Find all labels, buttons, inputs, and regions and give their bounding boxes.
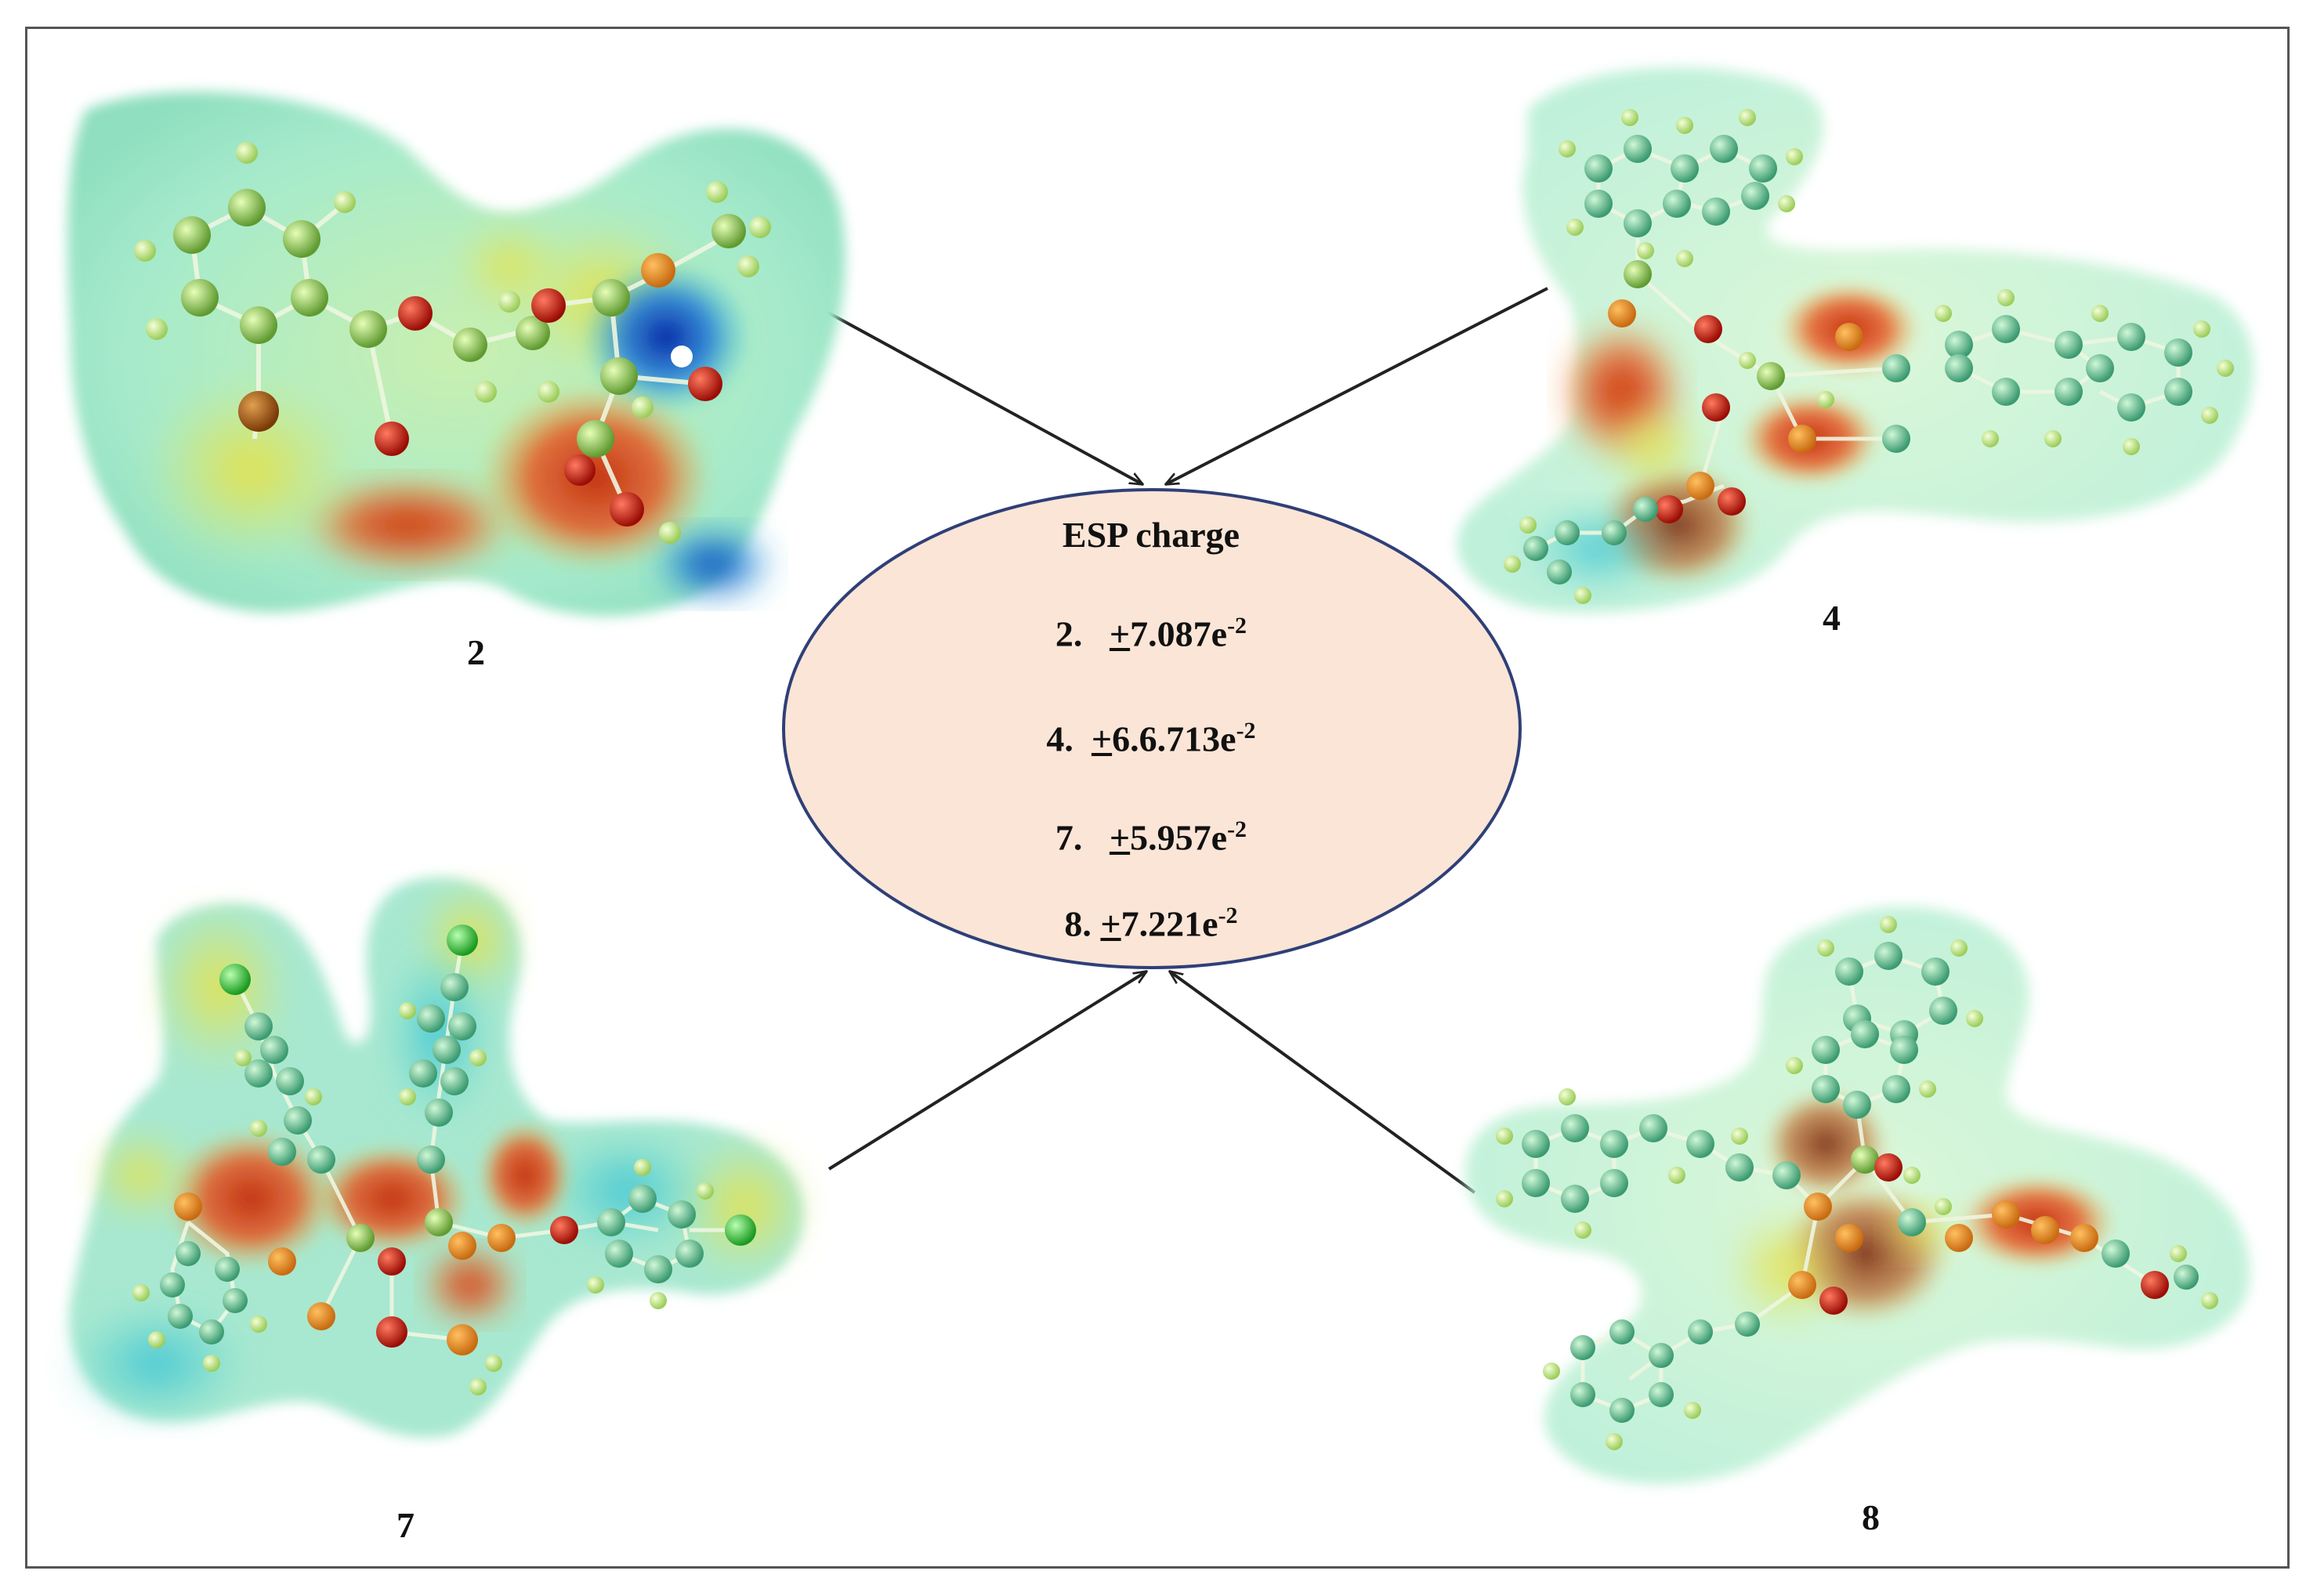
molecule-8-esp-surface [1465,907,2250,1484]
entry-sign: + [1109,613,1131,654]
arrow-from-7 [827,972,1146,1171]
entry-id: 4. [1046,718,1073,759]
arrows [826,287,1548,1194]
entry-exp: -2 [1227,613,1247,639]
entry-exp: -2 [1218,903,1238,928]
entry-id: 8. [1064,903,1092,944]
arrow-from-4 [1166,287,1548,484]
entry-value: 7.221e [1120,903,1218,944]
arrow-from-8 [1170,972,1476,1194]
entry-value: 6.6.713e [1112,718,1236,759]
entry-id: 7. [1055,817,1083,858]
entry-sign: + [1091,718,1113,759]
esp-entry-7: 7. +5.957e-2 [779,816,1523,858]
entry-value: 5.957e [1130,817,1228,858]
entry-sign: + [1109,817,1131,858]
entry-exp: -2 [1227,816,1247,842]
entry-value: 7.087e [1130,613,1228,654]
molecule-label-7: 7 [396,1505,415,1545]
arrow-from-2 [826,310,1142,484]
molecule-2-esp-surface [67,92,845,617]
molecule-label-4: 4 [1823,598,1841,638]
entry-id: 2. [1055,613,1083,654]
entry-sign: + [1100,903,1121,944]
molecule-label-2: 2 [467,632,485,672]
molecule-4-esp-surface [1457,67,2254,613]
entry-exp: -2 [1236,718,1256,744]
esp-charge-title: ESP charge [1062,515,1240,555]
esp-charge-ellipse [782,488,1522,969]
esp-entry-8: 8. +7.221e-2 [779,903,1523,944]
figure-frame [25,27,2290,1569]
esp-entry-4: 4. +6.6.713e-2 [779,718,1523,759]
molecule-label-8: 8 [1862,1497,1880,1537]
esp-entry-2: 2. +7.087e-2 [779,613,1523,654]
molecule-7-esp-surface [63,878,815,1438]
